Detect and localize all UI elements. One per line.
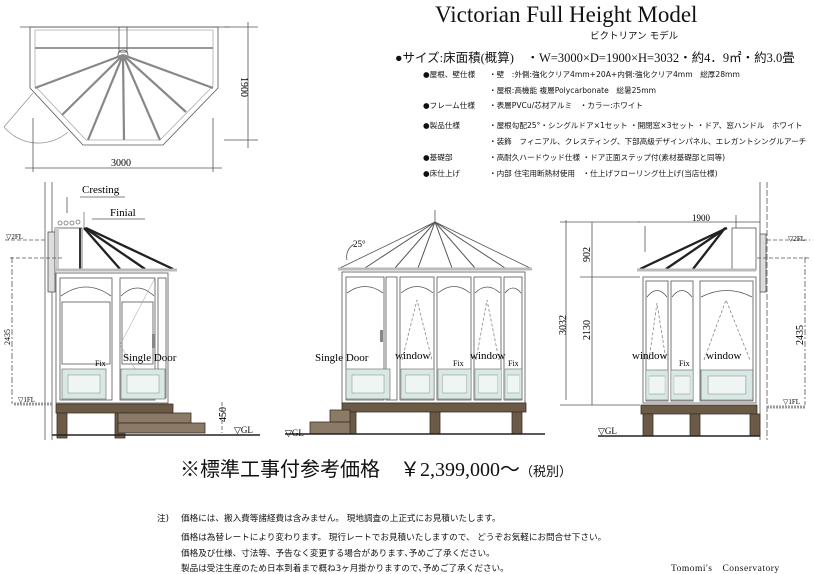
spec-value: ・壁 :外側:強化クリア4mm+20A+内側:強化クリア4mm 総厚28mm xyxy=(489,70,740,79)
fix-label: Fix xyxy=(453,359,464,368)
finial-label: Finial xyxy=(110,207,136,219)
level-2fl: ▽2FL xyxy=(788,235,805,243)
note-line: 製品は受注生産のため日本到着まで概ね3ヶ月掛かりますので､予めご了承ください。 xyxy=(181,564,509,574)
note-line: 価格及び仕様、寸法等、予告なく変更する場合があります､予めご了承ください。 xyxy=(181,549,495,559)
fix-label: Fix xyxy=(508,359,519,368)
fix-label: Fix xyxy=(95,359,106,368)
note-line: 価格には、搬入費等諸経費は含みません。 現地調査の上正式にお見積いたします。 xyxy=(181,514,501,524)
front-elevation xyxy=(285,210,545,435)
plan-view xyxy=(3,22,258,172)
page-subtitle: ビクトリアン モデル xyxy=(590,31,679,42)
spec-label: ●基礎部 xyxy=(423,153,453,162)
spec-value: ・表層PVCu/芯材アルミ ・カラー:ホワイト xyxy=(489,101,644,110)
spec-label: ●製品仕様 xyxy=(423,121,461,130)
window-label: window xyxy=(632,350,668,362)
plan-width-dim: 3000 xyxy=(111,158,131,169)
page-title: Victorian Full Height Model xyxy=(435,2,698,27)
brand-name: Tomomi's Conservatory xyxy=(671,564,780,574)
left-height-dim: 2435 xyxy=(3,329,12,345)
note-line: 価格は為替レートにより変わります。 現行レートでお見積いたしますので、 どうぞお… xyxy=(181,533,607,543)
fix-label: Fix xyxy=(679,359,690,368)
spec-value: ・装飾 フィニアル、クレスティング、下部高級デザインパネル、エレガントシングルア… xyxy=(489,137,807,146)
left-elevation xyxy=(5,182,260,440)
level-gl: ▽GL xyxy=(234,425,253,435)
price-tax: （税別） xyxy=(520,464,573,479)
price-main: ※標準工事付参考価格 ￥2,399,000～ xyxy=(180,459,520,481)
total-height-dim: 3032 xyxy=(558,315,569,335)
price: ※標準工事付参考価格 ￥2,399,000～（税別） xyxy=(180,453,572,482)
roof-pitch-label: 25° xyxy=(353,239,366,249)
level-2fl: ▽2FL xyxy=(6,233,23,241)
window-label: window xyxy=(470,350,506,362)
spec-value: ・内部 住宅用断熱材使用 ・仕上げフローリング仕上げ(当店仕様) xyxy=(489,169,718,178)
plan-depth-dim: 1900 xyxy=(238,77,249,97)
level-gl: ▽GL xyxy=(285,428,304,438)
window-label: window xyxy=(706,350,742,362)
level-1fl: ▽1FL xyxy=(783,398,800,406)
spec-label: ●屋根、壁仕様 xyxy=(423,70,476,79)
single-door-label: Single Door xyxy=(315,352,369,364)
right-height-dim: 2435 xyxy=(795,325,806,345)
spec-value: ・高耐久ハードウッド仕様 ・ドア正面ステップ付(素材基礎部と同等) xyxy=(489,153,726,162)
wall-height-dim: 2130 xyxy=(582,320,593,340)
spec-label: ●床仕上げ xyxy=(423,169,461,178)
right-elevation xyxy=(560,182,810,440)
right-width-dim: 1900 xyxy=(692,213,711,223)
window-label: window xyxy=(395,350,431,362)
base-height-dim: 450 xyxy=(218,407,229,422)
cresting-label: Cresting xyxy=(82,184,120,196)
spec-value: ・屋根勾配25°・シングルドア×1セット ・開閉窓×3セット ・ドア、窓ハンドル… xyxy=(489,121,803,130)
level-1fl: ▽1FL xyxy=(18,396,35,404)
level-gl: ▽GL xyxy=(598,426,617,436)
size-spec: ●サイズ:床面積(概算) ・W=3000×D=1900×H=3032・約4．9㎡… xyxy=(395,51,795,65)
single-door-label: Single Door xyxy=(123,352,177,364)
spec-value: ・屋根:高機能 複層Polycarbonate 総暑25mm xyxy=(489,86,657,95)
notes-prefix: 注) xyxy=(157,514,169,524)
spec-label: ●フレーム仕様 xyxy=(423,101,475,110)
roof-height-dim: 902 xyxy=(582,247,593,262)
